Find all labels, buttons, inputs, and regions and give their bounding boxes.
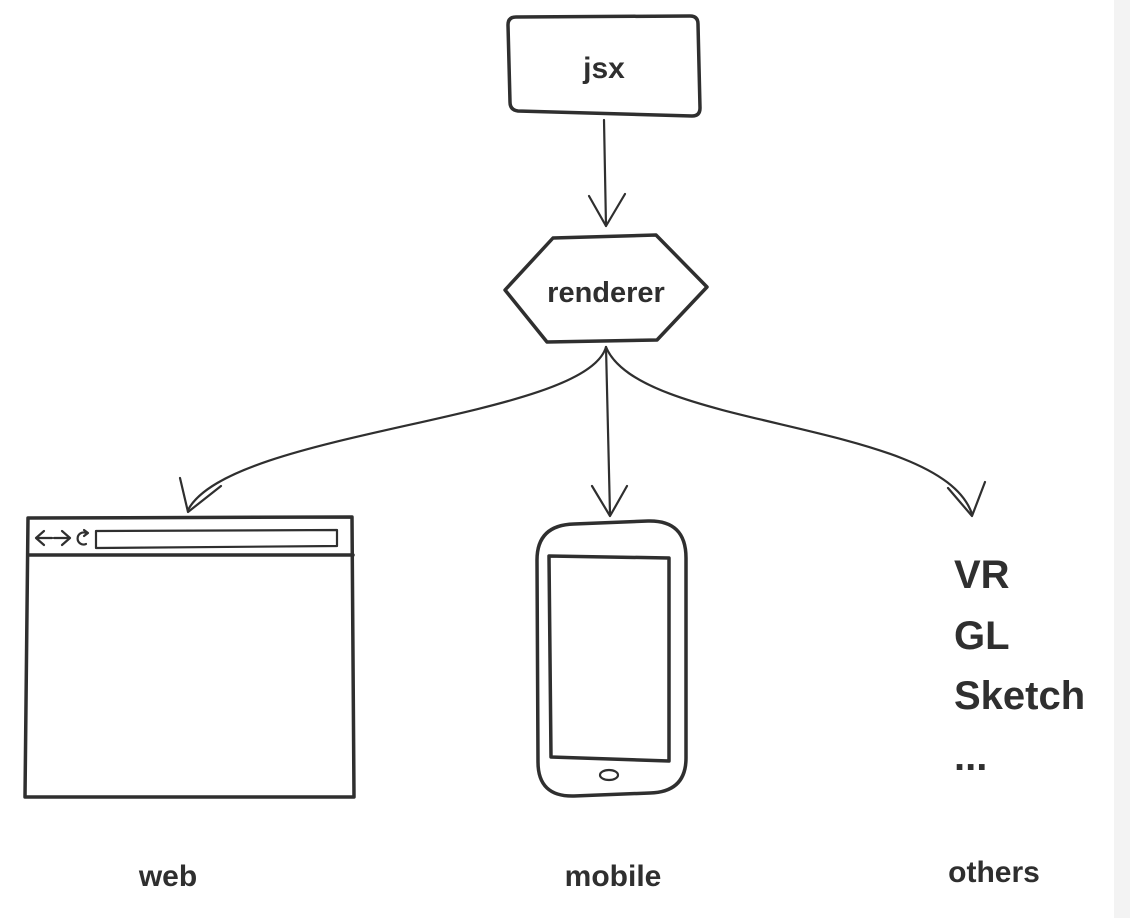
jsx-box	[506, 14, 702, 118]
web-browser-icon	[23, 515, 356, 799]
arrow-renderer-to-mobile	[590, 345, 629, 518]
others-item-gl: GL	[954, 614, 1010, 658]
scroll-gutter	[1114, 0, 1130, 918]
arrow-jsx-to-renderer	[587, 118, 627, 228]
renderer-hexagon	[503, 233, 709, 344]
mobile-phone-icon	[535, 519, 688, 798]
web-label: web	[138, 860, 197, 893]
jsx-node: jsx	[506, 14, 702, 118]
renderer-label: renderer	[547, 277, 665, 309]
others-item-vr: VR	[954, 553, 1010, 597]
jsx-label: jsx	[582, 52, 625, 85]
others-items: VR GL Sketch ...	[954, 553, 1085, 779]
arrow-renderer-to-others	[604, 345, 987, 518]
others-item-sketch: Sketch	[954, 674, 1085, 718]
renderer-node: renderer	[503, 233, 709, 344]
arrow-renderer-to-web	[178, 345, 608, 514]
others-item-ellipsis: ...	[954, 735, 987, 779]
others-label: others	[948, 856, 1040, 889]
mobile-label: mobile	[565, 860, 662, 893]
